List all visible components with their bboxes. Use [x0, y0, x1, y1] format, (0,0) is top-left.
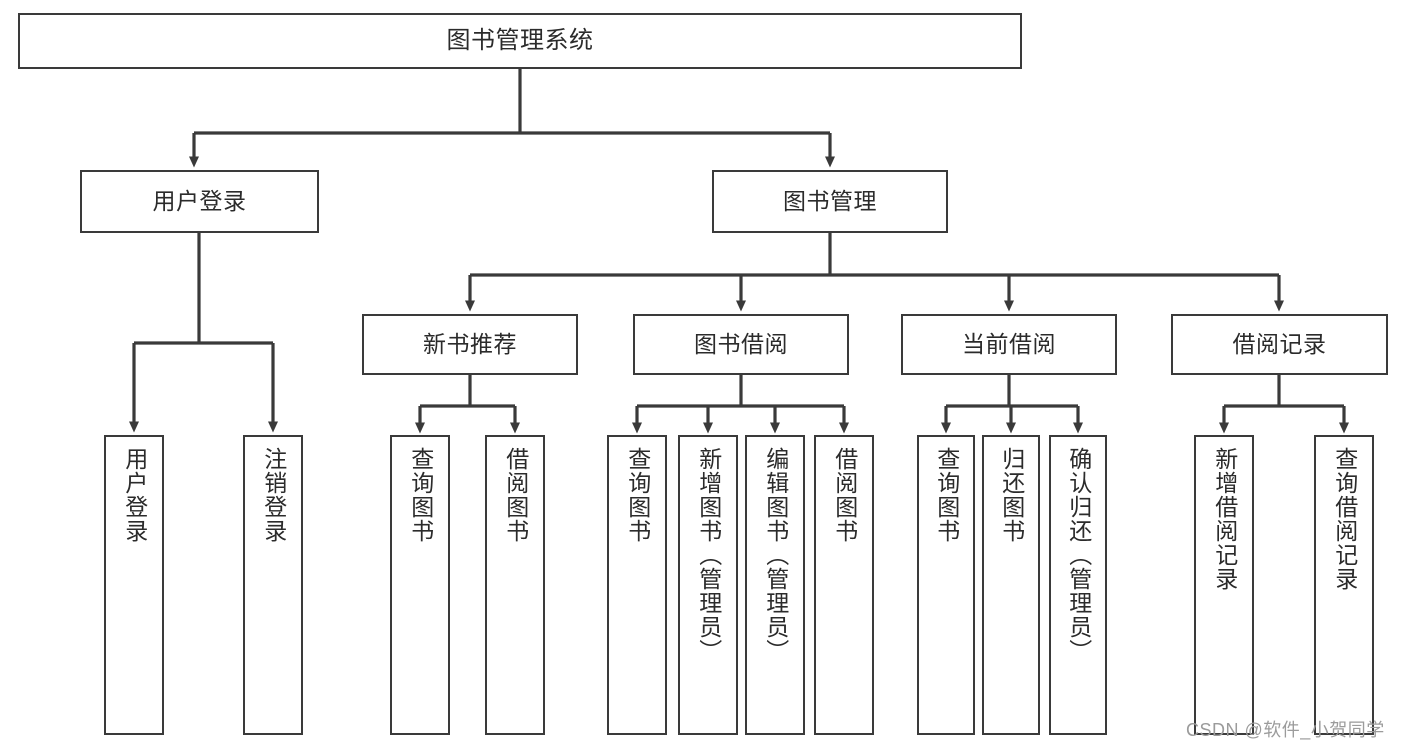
node-leaf-add-book-admin-label: 新增图书（管理员） [695, 447, 722, 663]
node-leaf-user-login[interactable]: 用户登录 [104, 435, 164, 735]
watermark-text: CSDN @软件_小贺同学 [1186, 720, 1385, 740]
node-leaf-query-borrow-record-label: 查询借阅记录 [1331, 447, 1358, 591]
node-leaf-query-book-2[interactable]: 查询图书 [607, 435, 667, 735]
node-leaf-edit-book-admin-label: 编辑图书（管理员） [762, 447, 789, 663]
node-book-borrow[interactable]: 图书借阅 [633, 314, 849, 375]
node-user-login[interactable]: 用户登录 [80, 170, 319, 233]
node-book-manage-label: 图书管理 [783, 187, 877, 214]
node-book-borrow-label: 图书借阅 [694, 330, 788, 357]
node-leaf-query-book-3[interactable]: 查询图书 [917, 435, 975, 735]
node-leaf-query-book-3-label: 查询图书 [933, 447, 960, 543]
node-root-label: 图书管理系统 [446, 26, 594, 54]
node-root[interactable]: 图书管理系统 [18, 13, 1022, 69]
node-leaf-return-book[interactable]: 归还图书 [982, 435, 1040, 735]
node-leaf-query-book-1-label: 查询图书 [407, 447, 434, 543]
node-leaf-confirm-return-admin[interactable]: 确认归还（管理员） [1049, 435, 1107, 735]
node-leaf-query-borrow-record[interactable]: 查询借阅记录 [1314, 435, 1374, 735]
node-book-manage[interactable]: 图书管理 [712, 170, 948, 233]
node-leaf-add-borrow-record[interactable]: 新增借阅记录 [1194, 435, 1254, 735]
node-leaf-user-logout[interactable]: 注销登录 [243, 435, 303, 735]
node-leaf-borrow-book-1[interactable]: 借阅图书 [485, 435, 545, 735]
node-leaf-borrow-book-1-label: 借阅图书 [502, 447, 529, 543]
node-new-book-recommend-label: 新书推荐 [423, 330, 517, 357]
node-leaf-return-book-label: 归还图书 [998, 447, 1025, 543]
node-current-borrow-label: 当前借阅 [962, 330, 1056, 357]
node-borrow-record[interactable]: 借阅记录 [1171, 314, 1388, 375]
node-current-borrow[interactable]: 当前借阅 [901, 314, 1117, 375]
node-leaf-borrow-book-2-label: 借阅图书 [831, 447, 858, 543]
node-leaf-add-borrow-record-label: 新增借阅记录 [1211, 447, 1238, 591]
node-leaf-add-book-admin[interactable]: 新增图书（管理员） [678, 435, 738, 735]
node-leaf-query-book-2-label: 查询图书 [624, 447, 651, 543]
node-leaf-borrow-book-2[interactable]: 借阅图书 [814, 435, 874, 735]
node-borrow-record-label: 借阅记录 [1232, 330, 1327, 357]
node-leaf-query-book-1[interactable]: 查询图书 [390, 435, 450, 735]
node-leaf-edit-book-admin[interactable]: 编辑图书（管理员） [745, 435, 805, 735]
node-leaf-user-logout-label: 注销登录 [260, 447, 287, 543]
node-leaf-confirm-return-admin-label: 确认归还（管理员） [1065, 447, 1092, 663]
node-new-book-recommend[interactable]: 新书推荐 [362, 314, 578, 375]
node-leaf-user-login-label: 用户登录 [121, 447, 148, 543]
node-user-login-label: 用户登录 [152, 187, 247, 214]
